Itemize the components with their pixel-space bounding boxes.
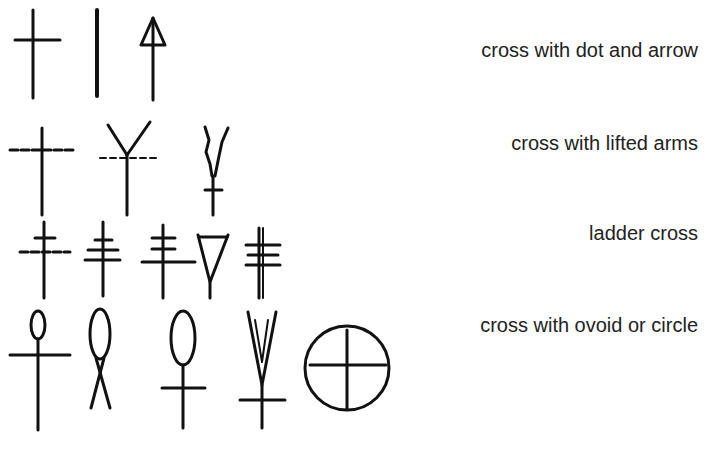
ovoid-circle-cross-symbols bbox=[10, 309, 389, 430]
row-label: cross with dot and arrow bbox=[481, 38, 698, 62]
lifted-arms-symbols bbox=[10, 122, 228, 215]
row-label: cross with ovoid or circle bbox=[480, 313, 698, 337]
ladder-cross-symbols bbox=[20, 222, 280, 298]
row-label: ladder cross bbox=[589, 221, 698, 245]
cross-dot-arrow-symbols bbox=[15, 10, 165, 100]
row-label: cross with lifted arms bbox=[511, 131, 698, 155]
